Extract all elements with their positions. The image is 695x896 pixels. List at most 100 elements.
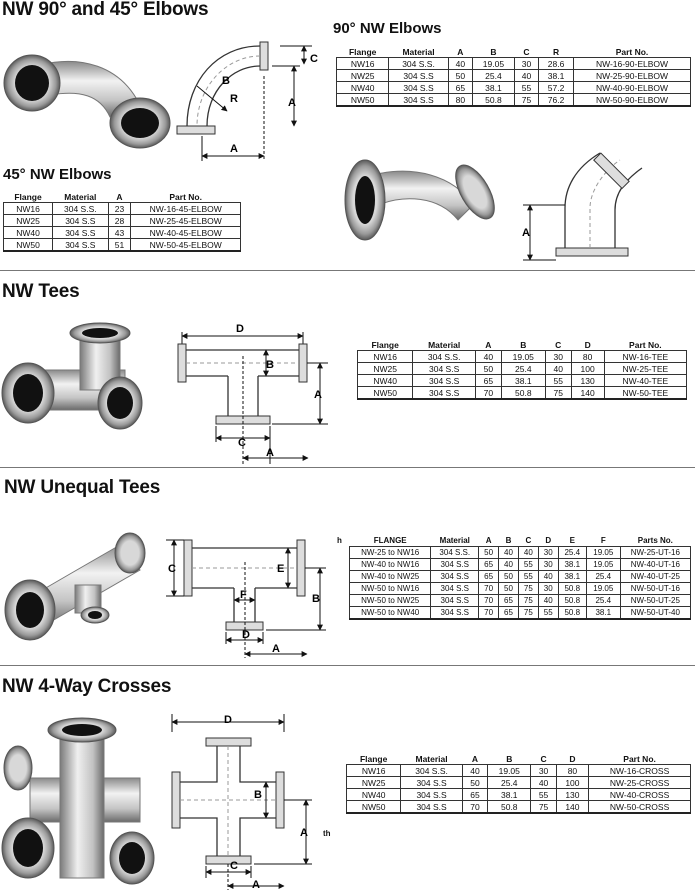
unequal-tee-table-cell: 25.4 (585, 570, 621, 583)
elbow-90-table-cell: 75 (513, 93, 540, 107)
tee-table-cell: 30 (544, 350, 572, 363)
unequal-tee-table-cell: NW-50-UT-16 (619, 582, 692, 595)
unequal-tee-table-cell: NW-50-UT-25 (619, 594, 692, 607)
unequal-tee-table-header-cell: C (525, 536, 532, 545)
elbow-45-table-cell: NW25 (2, 214, 54, 227)
tee-table-cell: NW-16-TEE (603, 350, 688, 363)
elbow-90-table-cell: NW50 (335, 93, 390, 107)
cross-table-cell: 75 (530, 800, 557, 814)
elbow-90-table-cell: 55 (513, 81, 540, 94)
unequal-tee-table-header-cell: D (545, 536, 552, 545)
section-divider (0, 467, 695, 468)
unequal-tee-dim-d: D (242, 629, 250, 641)
tee-table-header-cell: Material (428, 339, 461, 350)
elbow-90-table-cell: NW40 (335, 81, 390, 94)
cross-table-cell: 100 (555, 776, 590, 789)
cross-table-cell: 130 (555, 788, 590, 801)
unequal-tee-table-header-cell: Parts No. (637, 536, 673, 545)
unequal-tee-table-cell: 50.8 (557, 594, 587, 607)
cross-table-header-cell: D (569, 753, 576, 764)
cross-table-cell: NW-25-CROSS (588, 776, 691, 789)
unequal-tee-table-cell: 70 (478, 594, 500, 607)
cross-table-cell: 65 (461, 788, 489, 801)
unequal-tee-table-cell: 40 (498, 558, 519, 571)
tee-table-cell: NW50 (356, 386, 414, 400)
tee-table-cell: 55 (544, 374, 572, 387)
unequal-tee-table-cell: 19.05 (585, 546, 621, 559)
elbows-title: NW 90° and 45° Elbows (2, 0, 209, 20)
unequal-tee-table-cell: 50.8 (557, 582, 587, 595)
unequal-tee-table-cell: 75 (517, 606, 539, 620)
tee-table-cell: NW-40-TEE (603, 374, 688, 387)
cross-table-header-cell: C (540, 753, 547, 764)
unequal-tee-table-cell: 50.8 (557, 606, 587, 620)
unequal-tee-table-cell: 304 S.S (430, 594, 480, 607)
elbow-90-table-cell: 38.1 (538, 69, 574, 82)
elbow-90-photo (3, 54, 171, 149)
tee-table-cell: 304 S.S (412, 374, 476, 387)
elbow-90-table-cell: 50 (447, 69, 474, 82)
unequal-tee-cut-mark: h (337, 536, 342, 545)
cross-table-cell: 50.8 (487, 800, 532, 814)
cross-table-cell: 55 (530, 788, 557, 801)
unequal-tee-table-cell: 40 (537, 570, 559, 583)
unequal-tee-table-cell: 304 S.S (430, 570, 480, 583)
unequal-tee-table-cell: 65 (478, 558, 500, 571)
unequal-tee-drawing: C E F B D A (166, 539, 326, 658)
elbow-90-table-cell: 40 (447, 57, 474, 70)
unequal-tee-table-cell: 38.1 (585, 606, 621, 620)
cross-dim-c: C (230, 860, 238, 872)
tee-dim-c: C (238, 437, 246, 449)
elbow-90-table-header-cell: Part No. (615, 46, 649, 57)
cross-table-cell: NW-40-CROSS (588, 788, 691, 801)
elbow-90-table-cell: 28.6 (538, 57, 574, 70)
cross-table-cell: 80 (555, 764, 590, 777)
cross-table-cell: 25.4 (487, 776, 532, 789)
elbow-90-table-header-cell: Flange (348, 46, 377, 57)
unequal-tee-photo (4, 532, 146, 641)
tee-table-cell: 50 (474, 362, 502, 375)
unequal-tees-title: NW Unequal Tees (4, 477, 161, 498)
unequal-tee-dim-b: B (312, 593, 320, 605)
tee-table-cell: NW-50-TEE (603, 386, 688, 400)
elbow-45-table-cell: 43 (107, 226, 132, 239)
tee-table-cell: 304 S.S (412, 386, 476, 400)
tee-table-cell: NW-25-TEE (603, 362, 688, 375)
tee-table-cell: 80 (570, 350, 605, 363)
tee-table-header-cell: Part No. (629, 339, 662, 350)
unequal-tee-table-cell: 30 (537, 546, 559, 559)
unequal-tee-table-cell: 55 (517, 558, 539, 571)
tee-table-cell: NW25 (356, 362, 414, 375)
elbow-90-table-cell: 76.2 (538, 93, 574, 107)
unequal-tee-table-header-cell: FLANGE (373, 536, 407, 545)
tee-dim-b: B (266, 359, 274, 371)
elbow-45-table-header-cell: A (116, 191, 123, 202)
tee-table-cell: 50.8 (500, 386, 546, 400)
elbow-90-table-cell: NW25 (335, 69, 390, 82)
cross-photo (1, 717, 155, 885)
tee-dim-a-horz: A (266, 447, 274, 459)
elbow-90-table-header-cell: B (490, 46, 497, 57)
unequal-tee-dim-a: A (272, 643, 280, 655)
unequal-tee-dim-f: F (240, 589, 247, 601)
unequal-tee-table-cell: NW-50 to NW16 (348, 582, 432, 595)
unequal-tee-table-cell: NW-50-UT-40 (619, 606, 692, 620)
cross-table-cell: 38.1 (487, 788, 532, 801)
unequal-tee-table-cell: NW-40 to NW25 (348, 570, 432, 583)
elbow-45-table-header-cell: Part No. (169, 191, 202, 202)
tee-table-cell: 65 (474, 374, 502, 387)
cross-table-header-cell: B (506, 753, 513, 764)
tee-table-cell: 140 (570, 386, 605, 400)
unequal-tee-table-header-cell: A (485, 536, 492, 545)
unequal-tee-table-cell: 304 S.S. (430, 546, 480, 559)
